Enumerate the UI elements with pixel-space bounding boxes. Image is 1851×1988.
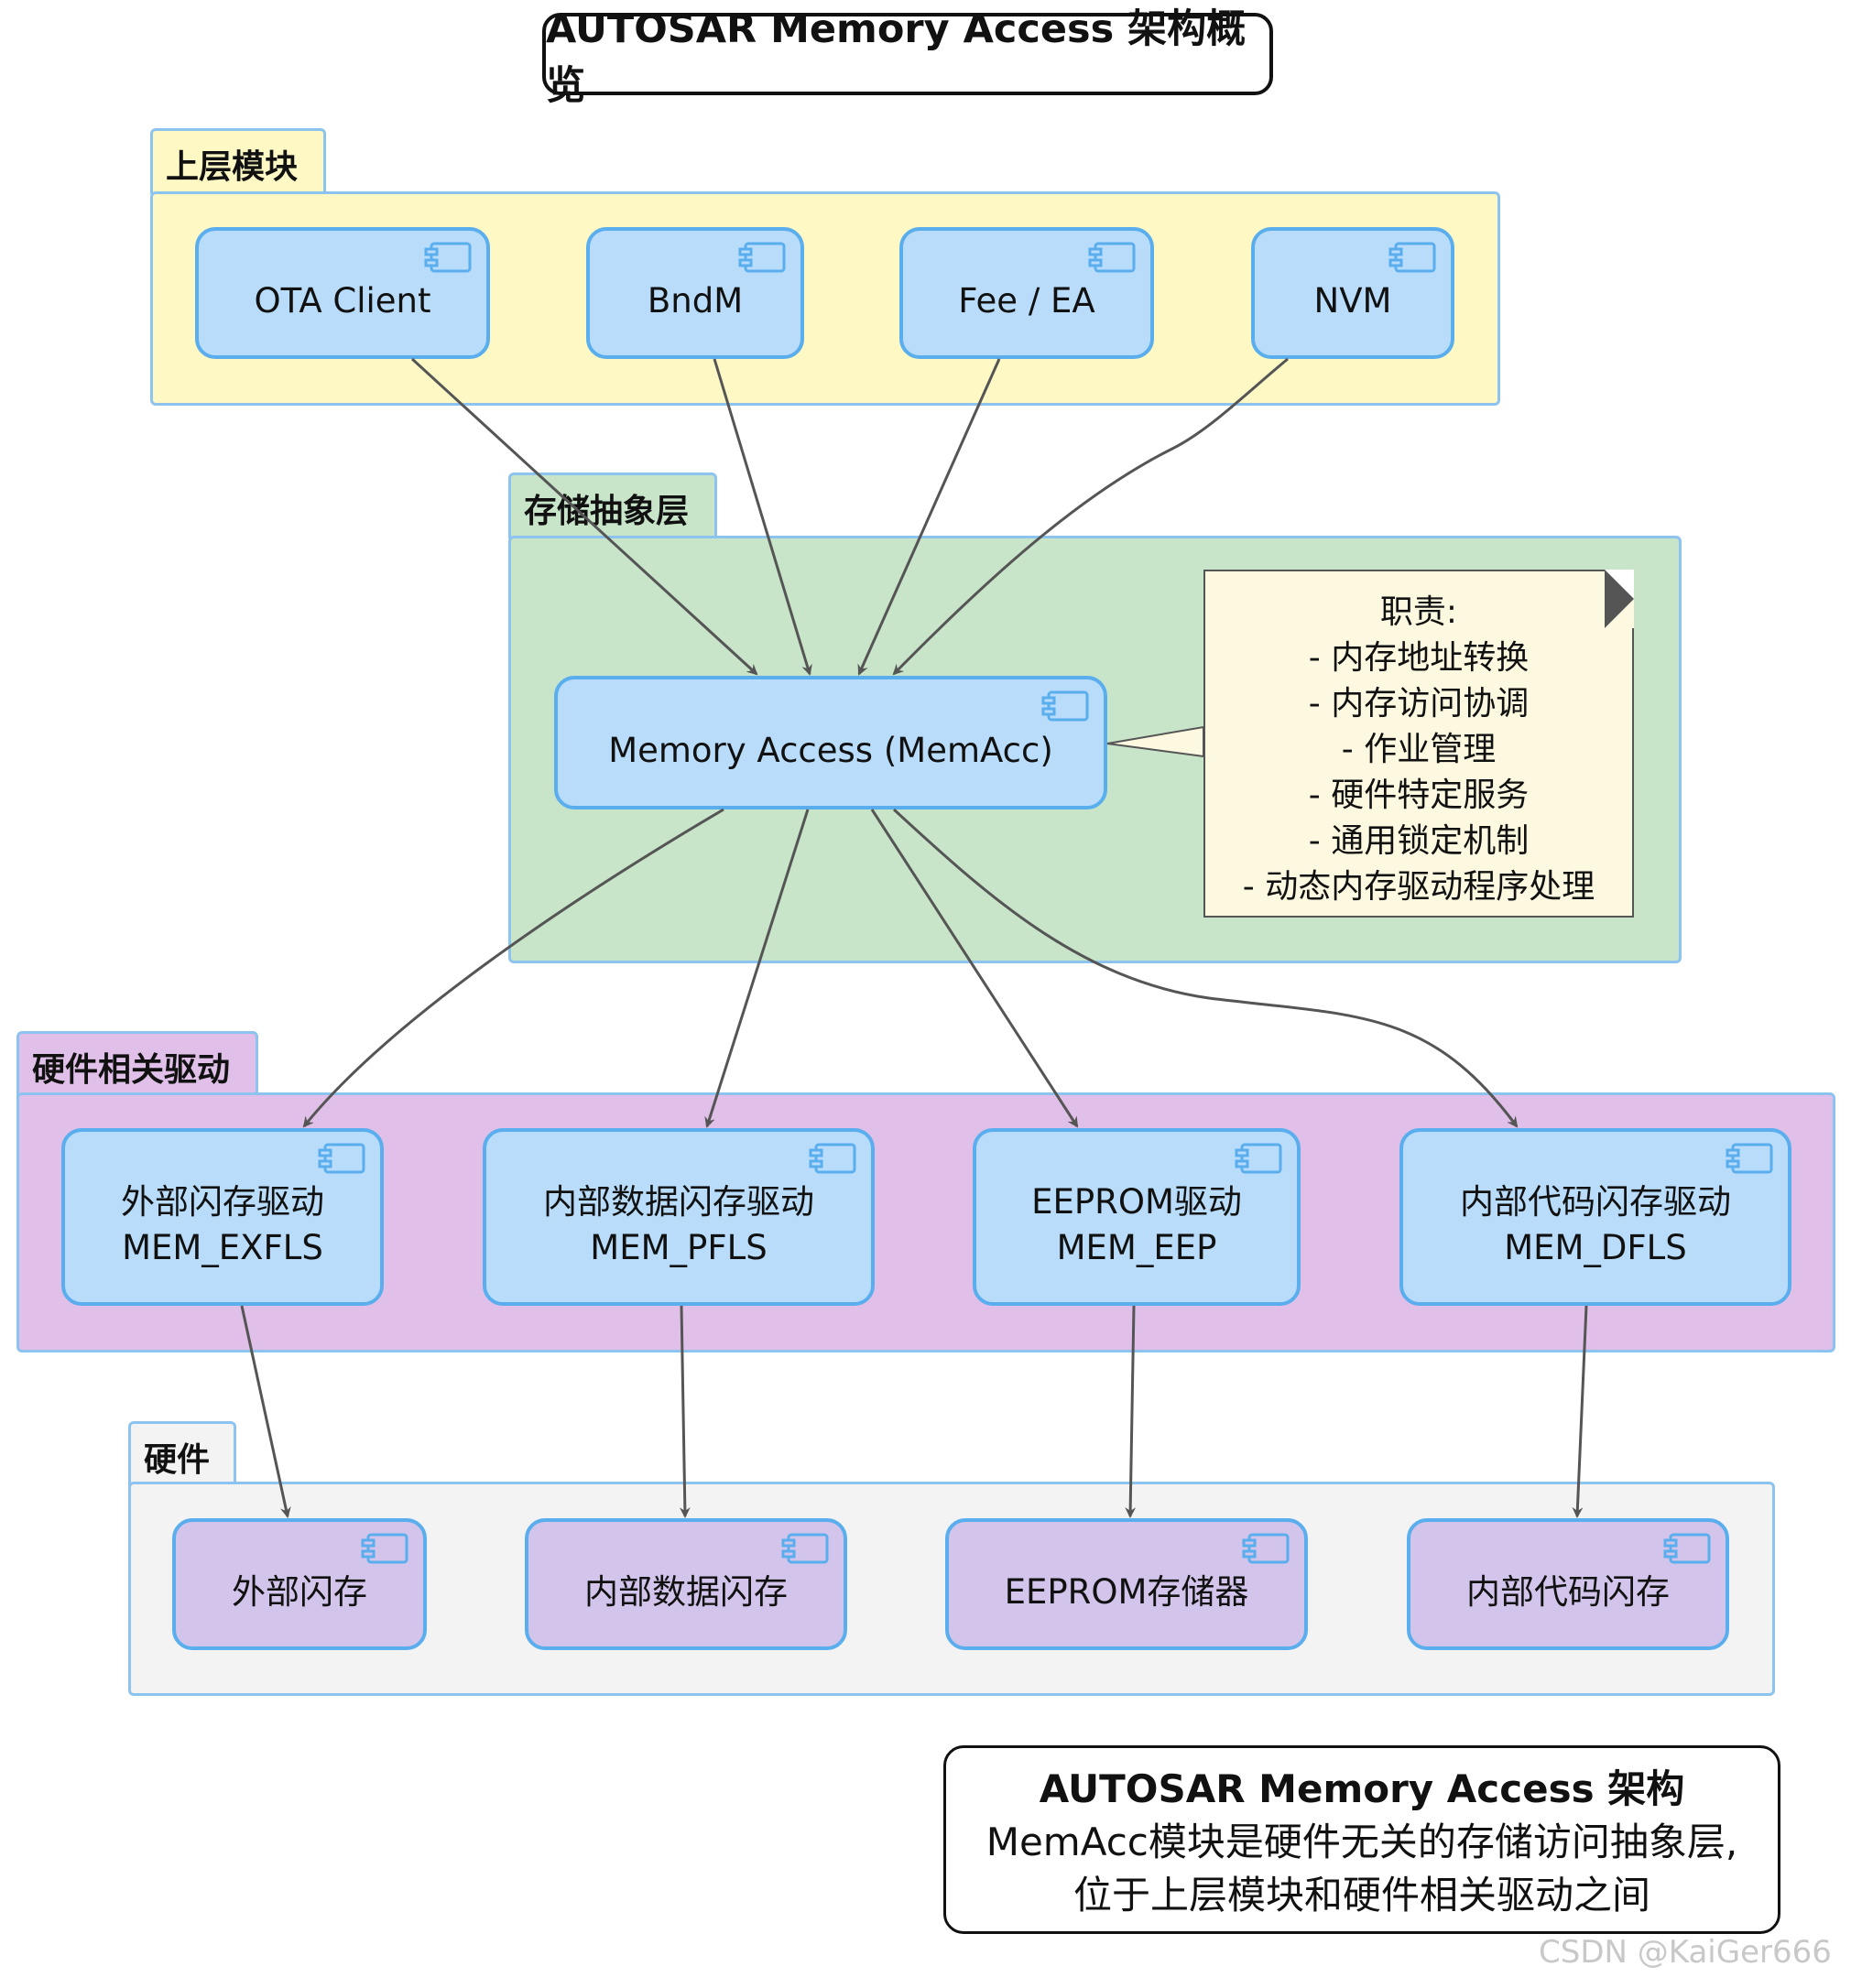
- component-label: Fee / EA: [958, 281, 1095, 320]
- caption-box: AUTOSAR Memory Access 架构 MemAcc模块是硬件无关的存…: [943, 1745, 1780, 1934]
- arrow-memacc-to-pfls: [704, 809, 810, 1128]
- component-icon: [1041, 690, 1089, 722]
- component-icon: [361, 1533, 408, 1564]
- package-label-upper: 上层模块: [166, 148, 299, 186]
- component-label: 内部代码闪存: [1466, 1572, 1670, 1612]
- component-label-line2: MEM_PFLS: [590, 1228, 768, 1267]
- component-icon: [1088, 242, 1136, 273]
- package-label-hardware: 硬件: [144, 1441, 211, 1479]
- arrow-exfls-to-hw: [240, 1305, 291, 1518]
- component-icon: [424, 242, 472, 273]
- arrow-pfls-to-hw: [679, 1305, 691, 1518]
- component-label: OTA Client: [254, 281, 431, 320]
- note-line: - 动态内存驱动程序处理: [1242, 868, 1595, 906]
- note-connector: [1106, 725, 1204, 758]
- component-label-line2: MEM_EEP: [1056, 1228, 1217, 1267]
- arrow-eep-to-hw: [1125, 1305, 1137, 1518]
- component-nvm[interactable]: NVM: [1251, 227, 1454, 359]
- note-fold-corner: [1605, 570, 1634, 628]
- component-hw-external-flash[interactable]: 外部闪存: [172, 1518, 427, 1650]
- package-tab-hardware: 硬件: [128, 1421, 236, 1487]
- component-fee-ea[interactable]: Fee / EA: [899, 227, 1154, 359]
- component-driver-pfls[interactable]: 内部数据闪存驱动 MEM_PFLS: [483, 1128, 875, 1306]
- component-memacc[interactable]: Memory Access (MemAcc): [554, 676, 1107, 809]
- component-label: BndM: [647, 281, 744, 320]
- component-icon: [1242, 1533, 1290, 1564]
- watermark: CSDN @KaiGer666: [1539, 1934, 1832, 1971]
- responsibilities-note: 职责: - 内存地址转换 - 内存访问协调 - 作业管理 - 硬件特定服务 - …: [1203, 570, 1634, 918]
- page-title: AUTOSAR Memory Access 架构概览: [542, 6, 1273, 109]
- component-ota-client[interactable]: OTA Client: [195, 227, 490, 359]
- caption-line2: 位于上层模块和硬件相关驱动之间: [1072, 1873, 1650, 1917]
- component-icon: [1663, 1533, 1711, 1564]
- arrow-fee-to-memacc: [857, 358, 1001, 676]
- component-label: EEPROM存储器: [1004, 1572, 1249, 1612]
- package-label-drivers: 硬件相关驱动: [32, 1051, 231, 1089]
- component-label: NVM: [1313, 281, 1392, 320]
- package-tab-storage: 存储抽象层: [508, 473, 717, 538]
- package-tab-upper: 上层模块: [150, 128, 326, 194]
- component-driver-eep[interactable]: EEPROM驱动 MEM_EEP: [973, 1128, 1301, 1306]
- component-driver-exfls[interactable]: 外部闪存驱动 MEM_EXFLS: [61, 1128, 384, 1306]
- caption-title: AUTOSAR Memory Access 架构: [1039, 1766, 1685, 1811]
- component-icon: [1235, 1143, 1282, 1174]
- component-hw-internal-code-flash[interactable]: 内部代码闪存: [1407, 1518, 1729, 1650]
- component-label-line1: 内部代码闪存驱动: [1460, 1182, 1731, 1222]
- component-hw-internal-data-flash[interactable]: 内部数据闪存: [525, 1518, 847, 1650]
- package-tab-drivers: 硬件相关驱动: [16, 1031, 258, 1097]
- component-hw-eeprom[interactable]: EEPROM存储器: [945, 1518, 1308, 1650]
- note-line: - 硬件特定服务: [1308, 777, 1530, 814]
- package-label-storage: 存储抽象层: [524, 493, 690, 530]
- note-line: - 通用锁定机制: [1308, 822, 1530, 860]
- arrow-ota-to-memacc: [410, 357, 758, 676]
- arrow-nvm-to-memacc: [892, 357, 1289, 676]
- component-icon: [1726, 1143, 1773, 1174]
- component-icon: [318, 1143, 365, 1174]
- component-icon: [781, 1533, 829, 1564]
- note-line: - 内存地址转换: [1308, 639, 1530, 677]
- component-icon: [809, 1143, 856, 1174]
- component-label-line1: 外部闪存驱动: [121, 1182, 324, 1222]
- note-line: - 内存访问协调: [1308, 685, 1530, 722]
- component-label-line1: 内部数据闪存驱动: [543, 1182, 814, 1222]
- component-label: Memory Access (MemAcc): [608, 731, 1053, 770]
- component-bndm[interactable]: BndM: [586, 227, 804, 359]
- note-line: 职责:: [1379, 593, 1458, 631]
- arrow-memacc-to-exfls: [302, 808, 724, 1128]
- component-label-line2: MEM_DFLS: [1504, 1228, 1687, 1267]
- arrow-memacc-to-eep: [870, 809, 1079, 1128]
- caption-line1: MemAcc模块是硬件无关的存储访问抽象层,: [985, 1820, 1738, 1864]
- note-line: - 作业管理: [1341, 731, 1497, 768]
- component-label: 外部闪存: [232, 1572, 367, 1612]
- arrow-dfls-to-hw: [1572, 1305, 1588, 1518]
- component-label-line1: EEPROM驱动: [1031, 1182, 1242, 1222]
- component-icon: [738, 242, 786, 273]
- component-icon: [1388, 242, 1436, 273]
- arrow-bndm-to-memacc: [713, 358, 812, 676]
- arrow-memacc-to-dfls: [892, 808, 1519, 1128]
- component-label-line2: MEM_EXFLS: [122, 1228, 323, 1267]
- component-driver-dfls[interactable]: 内部代码闪存驱动 MEM_DFLS: [1399, 1128, 1791, 1306]
- component-label: 内部数据闪存: [584, 1572, 788, 1612]
